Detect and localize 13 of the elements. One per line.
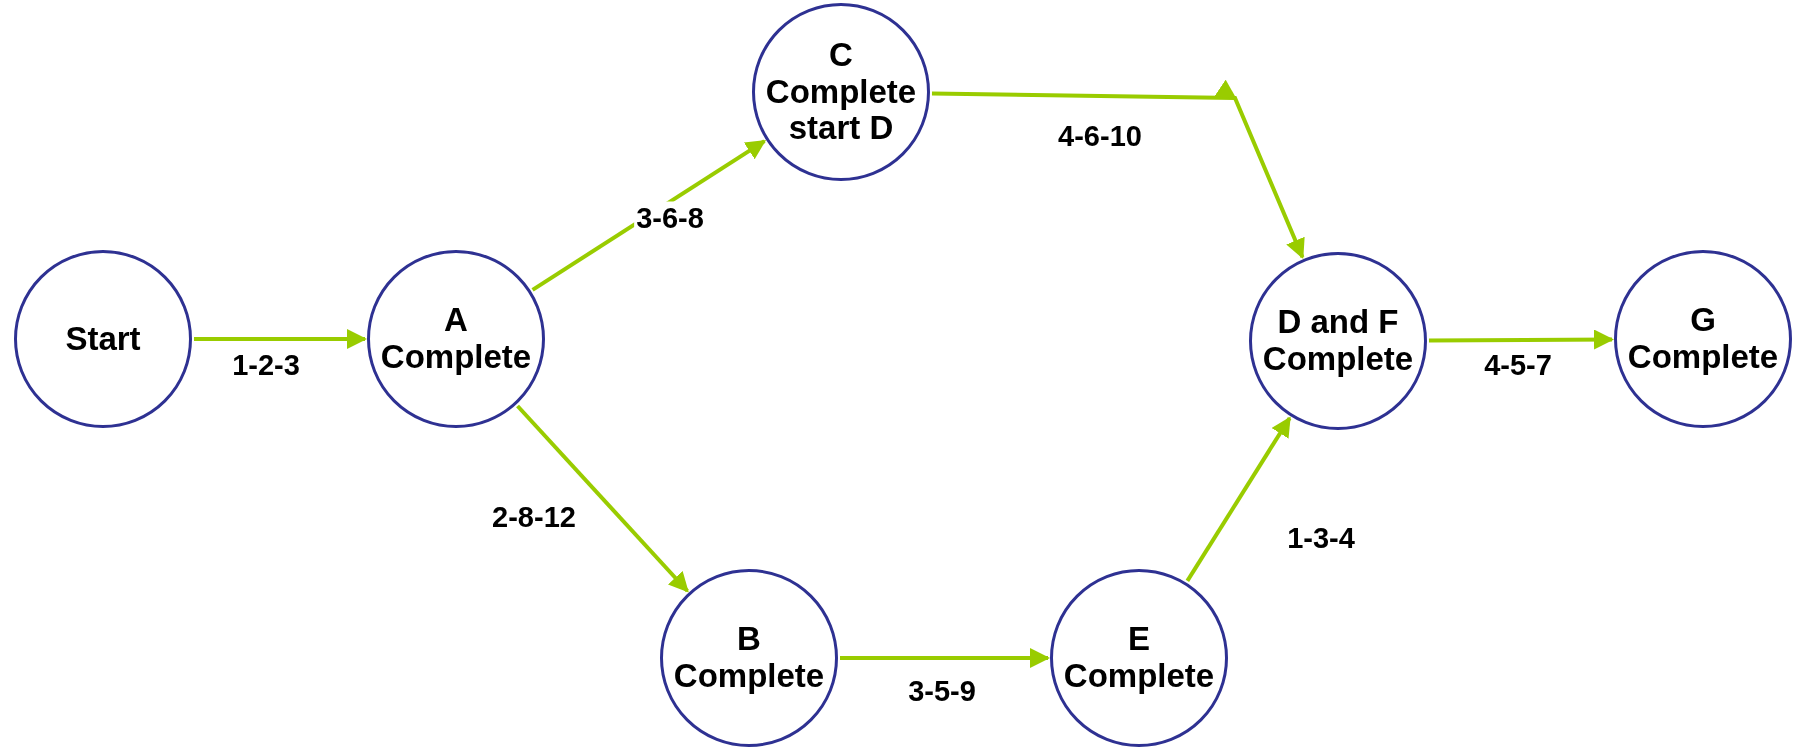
arrow bbox=[840, 648, 1050, 668]
arrow bbox=[931, 80, 1305, 259]
node-label: C Complete start D bbox=[764, 36, 918, 148]
node-label: A Complete bbox=[379, 302, 533, 376]
node-label: D and F Complete bbox=[1261, 304, 1415, 378]
arrow bbox=[1429, 329, 1614, 350]
node-label: Start bbox=[65, 320, 141, 358]
node-label: G Complete bbox=[1626, 302, 1780, 376]
node-label: B Complete bbox=[672, 621, 826, 695]
arrow bbox=[516, 404, 689, 593]
arrow bbox=[194, 329, 367, 349]
node-label: E Complete bbox=[1062, 621, 1216, 695]
arrow bbox=[1185, 416, 1292, 582]
